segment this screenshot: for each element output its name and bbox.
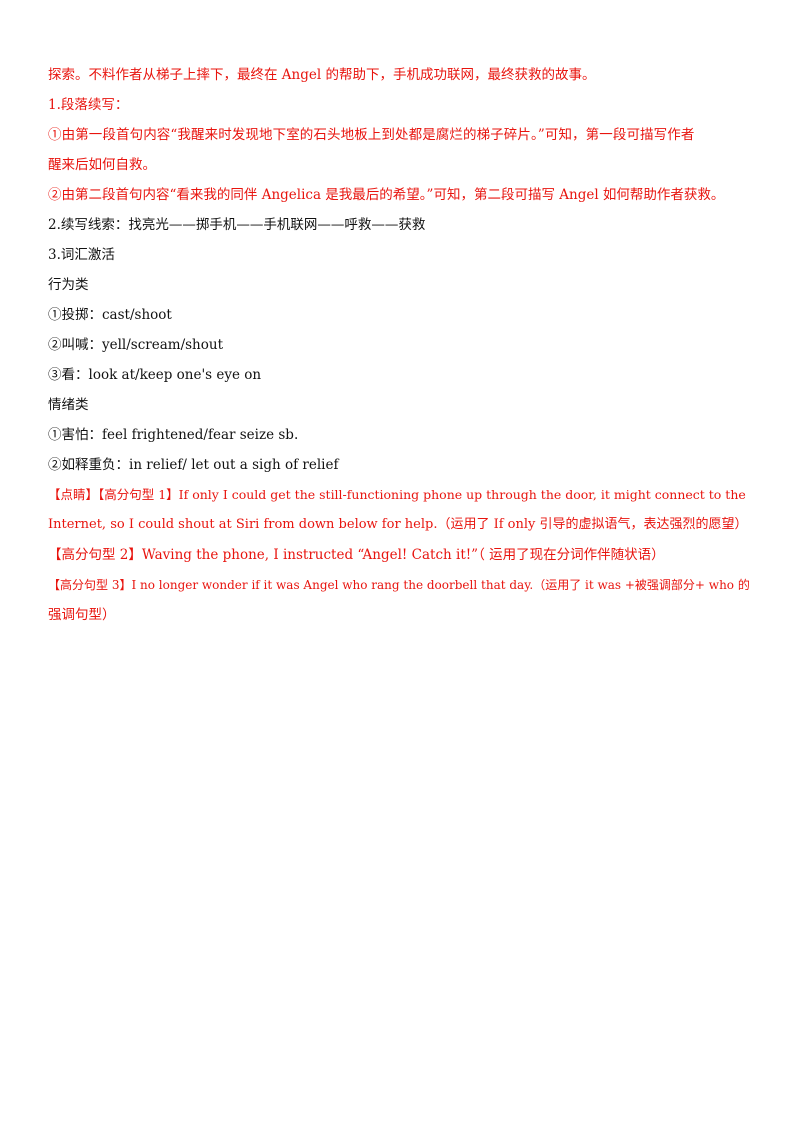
highlight-sentence-1-line-1: 【点睛】【高分句型 1】If only I could get the stil… — [48, 487, 746, 502]
document-page: 探索。不料作者从梯子上摔下，最终在 Angel 的帮助下，手机成功联网，最终获救… — [48, 60, 752, 630]
section-2-heading: 2.续写线索：找亮光——掷手机——手机联网——呼救——获救 — [48, 217, 426, 233]
section-1-item-2: ②由第二段首句内容“看来我的同伴 Angelica 是我最后的希望。”可知，第二… — [48, 187, 725, 203]
section-1-item-1-line-1: ①由第一段首句内容“我醒来时发现地下室的石头地板上到处都是腐烂的梯子碎片。”可知… — [48, 127, 695, 143]
highlight-sentence-1-line-2: Internet, so I could shout at Siri from … — [48, 517, 748, 532]
category-action: 行为类 — [48, 277, 89, 293]
highlight-sentence-3-line-2: 强调句型） — [48, 607, 116, 623]
action-item-3: ③看：look at/keep one's eye on — [48, 367, 262, 383]
action-item-1: ①投掷：cast/shoot — [48, 307, 172, 323]
section-3-heading: 3.词汇激活 — [48, 247, 115, 263]
action-item-2: ②叫喊：yell/scream/shout — [48, 337, 223, 353]
section-1-item-1-line-2: 醒来后如何自救。 — [48, 157, 156, 173]
category-emotion: 情绪类 — [48, 397, 89, 413]
highlight-sentence-3-line-1: 【高分句型 3】I no longer wonder if it was Ang… — [48, 578, 750, 592]
section-1-heading: 1.段落续写： — [48, 97, 129, 113]
emotion-item-2: ②如释重负：in relief/ let out a sigh of relie… — [48, 457, 339, 473]
emotion-item-1: ①害怕：feel frightened/fear seize sb. — [48, 427, 299, 443]
intro-text: 探索。不料作者从梯子上摔下，最终在 Angel 的帮助下，手机成功联网，最终获救… — [48, 67, 596, 83]
highlight-sentence-2: 【高分句型 2】Waving the phone, I instructed “… — [48, 547, 665, 563]
